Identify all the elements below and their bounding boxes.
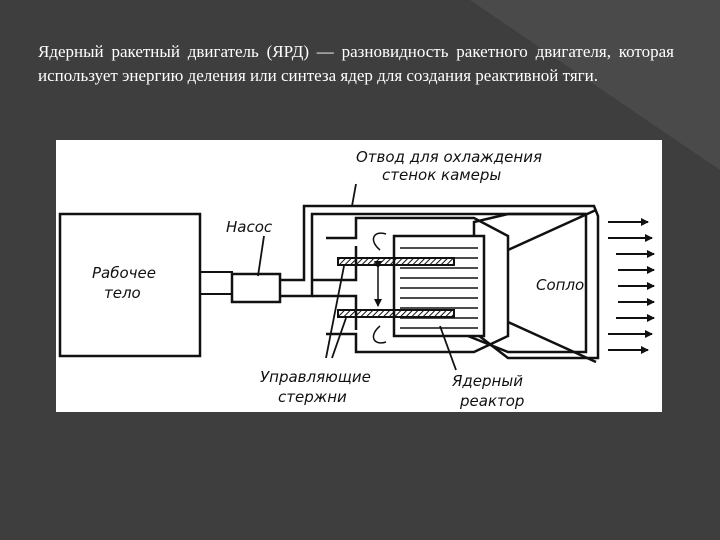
cooling-channel-outer [280,204,600,360]
exhaust-arrows [608,218,655,354]
label-fluid-line2: тело [104,284,141,302]
leader-lines [257,183,457,371]
nuclear-rocket-engine-diagram: Отвод для охлаждения стенок камеры Насос… [56,140,662,412]
control-rod-bottom [337,309,455,318]
chamber-wall [326,216,510,354]
nozzle-flare [507,208,597,364]
label-fluid-line1: Рабочее [92,264,156,282]
label-reactor-line2: реактор [459,392,524,410]
label-pump: Насос [226,218,273,236]
label-nozzle: Сопло [536,276,584,294]
label-coolant-line1: Отвод для охлаждения [356,148,542,166]
label-reactor-line1: Ядерный [451,372,523,390]
label-rods-line2: стержни [278,388,347,406]
pump-body [230,272,282,304]
slide-body-text: Ядерный ракетный двигатель (ЯРД) — разно… [38,42,674,85]
label-coolant-line2: стенок камеры [382,166,501,184]
label-rods-line1: Управляющие [260,368,371,386]
connector-pipe [199,271,233,295]
control-rod-top [337,257,455,266]
diagram-svg: Отвод для охлаждения стенок камеры Насос… [58,148,655,410]
reactor-core [392,234,486,338]
flow-curl-arrows [372,232,387,344]
